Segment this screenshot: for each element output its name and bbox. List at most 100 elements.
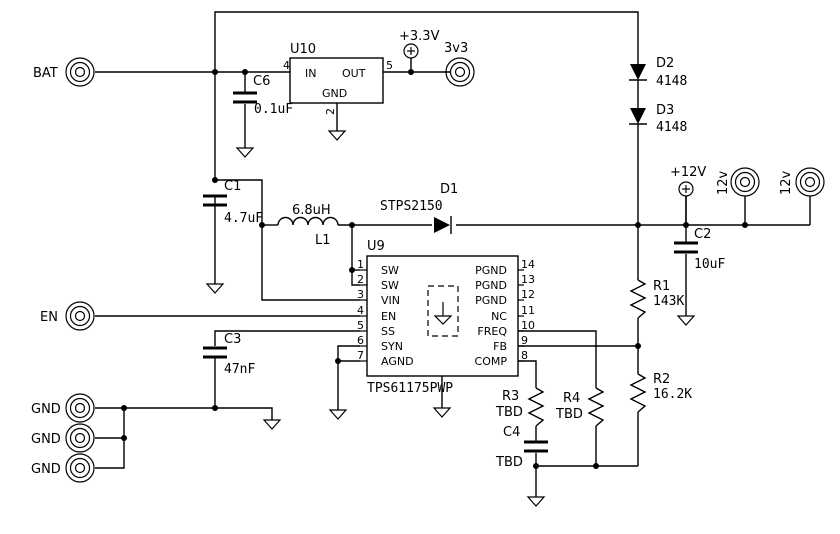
d1-value: STPS2150 xyxy=(380,199,443,214)
ground-symbols xyxy=(205,130,696,507)
u10-in-label: IN xyxy=(305,67,316,80)
u10-regulator: U10 IN OUT GND 4 5 2 xyxy=(283,42,393,115)
inductor-l1: 6.8uH L1 xyxy=(277,203,339,248)
u9-pin4-name: EN xyxy=(381,310,396,323)
u9-pin10-num: 10 xyxy=(521,319,535,332)
u9-pin11-name: NC xyxy=(491,310,507,323)
connector-en-label: EN xyxy=(40,310,58,325)
u9-pin3-name: VIN xyxy=(381,294,400,307)
power-12v-symbol: +12V xyxy=(670,165,706,197)
connector-gnd-2: GND xyxy=(31,423,95,453)
u9-pin6-name: SYN xyxy=(381,340,403,353)
u9-pin1-name: SW xyxy=(381,264,399,277)
c1-ref: C1 xyxy=(224,179,241,194)
capacitor-c1: C1 4.7uF xyxy=(203,179,263,226)
r3-ref: R3 xyxy=(502,389,519,404)
u9-pin9-name: FB xyxy=(493,340,507,353)
junction-dots xyxy=(121,69,748,469)
l1-ref: L1 xyxy=(315,233,331,248)
d3-value: 4148 xyxy=(656,120,687,135)
u10-out-label: OUT xyxy=(342,67,366,80)
diode-d2: D2 4148 xyxy=(629,56,687,89)
u9-pin5-num: 5 xyxy=(357,319,364,332)
connector-12v-2-label: 12v xyxy=(779,170,794,195)
resistor-r3: R3 TBD xyxy=(495,387,545,427)
r1-value: 143K xyxy=(653,294,684,309)
u9-pin5-name: SS xyxy=(381,325,395,338)
connector-bat-label: BAT xyxy=(33,66,58,81)
c3-ref: C3 xyxy=(224,332,241,347)
u9-pin2-num: 2 xyxy=(357,273,364,286)
u9-pin7-num: 7 xyxy=(357,349,364,362)
u9-pin12-name: PGND xyxy=(475,294,507,307)
u10-pin-in: 4 xyxy=(283,59,290,72)
connector-3v3-label: 3v3 xyxy=(444,41,468,56)
connector-12v-2: 12v xyxy=(779,167,825,197)
capacitor-c2: C2 10uF xyxy=(674,227,725,272)
c6-ref: C6 xyxy=(253,74,270,89)
connector-gnd-3-label: GND xyxy=(31,462,61,477)
u9-pin14-name: PGND xyxy=(475,264,507,277)
u9-converter: U9 TPS61175PWP 1 2 3 4 5 6 7 SW SW VIN E… xyxy=(357,239,535,396)
c2-ref: C2 xyxy=(694,227,711,242)
u9-pin12-num: 12 xyxy=(521,288,535,301)
u9-pin11-num: 11 xyxy=(521,304,535,317)
resistor-r2: R2 16.2K xyxy=(629,372,692,413)
u9-pin6-num: 6 xyxy=(357,334,364,347)
u10-gnd-label: GND xyxy=(322,87,347,100)
c4-value: TBD xyxy=(495,455,523,470)
diode-d3: D3 4148 xyxy=(629,103,687,135)
d3-ref: D3 xyxy=(656,103,674,118)
connector-12v-1-label: 12v xyxy=(716,170,731,195)
u9-ref: U9 xyxy=(367,239,385,254)
resistor-r4: R4 TBD xyxy=(555,387,605,427)
u9-pin13-name: PGND xyxy=(475,279,507,292)
d2-value: 4148 xyxy=(656,74,687,89)
l1-value: 6.8uH xyxy=(292,203,331,218)
r3-value: TBD xyxy=(495,405,523,420)
connector-3v3: 3v3 xyxy=(444,41,475,87)
connector-gnd-1-label: GND xyxy=(31,402,61,417)
capacitor-c3: C3 47nF xyxy=(203,332,255,377)
u10-ref: U10 xyxy=(290,42,316,57)
u9-pin3-num: 3 xyxy=(357,288,364,301)
wires xyxy=(95,11,811,497)
r1-ref: R1 xyxy=(653,279,670,294)
c4-ref: C4 xyxy=(503,425,520,440)
u9-pin8-num: 8 xyxy=(521,349,528,362)
u9-pin14-num: 14 xyxy=(521,258,535,271)
u9-pin4-num: 4 xyxy=(357,304,364,317)
diode-d1: D1 STPS2150 xyxy=(380,182,458,234)
c6-value: 0.1uF xyxy=(254,102,293,117)
u9-pin13-num: 13 xyxy=(521,273,535,286)
u10-pin-out: 5 xyxy=(386,59,393,72)
u9-part: TPS61175PWP xyxy=(367,381,453,396)
u9-pin10-name: FREQ xyxy=(477,325,507,338)
connector-gnd-2-label: GND xyxy=(31,432,61,447)
d2-ref: D2 xyxy=(656,56,674,71)
d1-ref: D1 xyxy=(440,182,458,197)
r4-value: TBD xyxy=(555,407,583,422)
u9-pin1-num: 1 xyxy=(357,258,364,271)
connector-bat: BAT xyxy=(33,57,95,87)
power-12v-label: +12V xyxy=(670,165,706,180)
connector-12v-1: 12v xyxy=(716,167,760,197)
u9-pin9-num: 9 xyxy=(521,334,528,347)
r4-ref: R4 xyxy=(563,391,580,406)
connector-gnd-3: GND xyxy=(31,453,95,483)
u9-pin7-name: AGND xyxy=(381,355,414,368)
u9-pin2-name: SW xyxy=(381,279,399,292)
connector-en: EN xyxy=(40,301,95,331)
resistor-r1: R1 143K xyxy=(629,279,684,319)
r2-value: 16.2K xyxy=(653,387,692,402)
power-3v3-symbol: +3.3V xyxy=(399,29,440,59)
capacitor-c4: C4 TBD xyxy=(495,425,548,470)
c1-value: 4.7uF xyxy=(224,211,263,226)
c3-value: 47nF xyxy=(224,362,255,377)
u10-pin-gnd: 2 xyxy=(324,108,337,115)
u9-pin8-name: COMP xyxy=(475,355,508,368)
power-3v3-label: +3.3V xyxy=(399,29,440,44)
connector-gnd-1: GND xyxy=(31,393,95,423)
r2-ref: R2 xyxy=(653,372,670,387)
